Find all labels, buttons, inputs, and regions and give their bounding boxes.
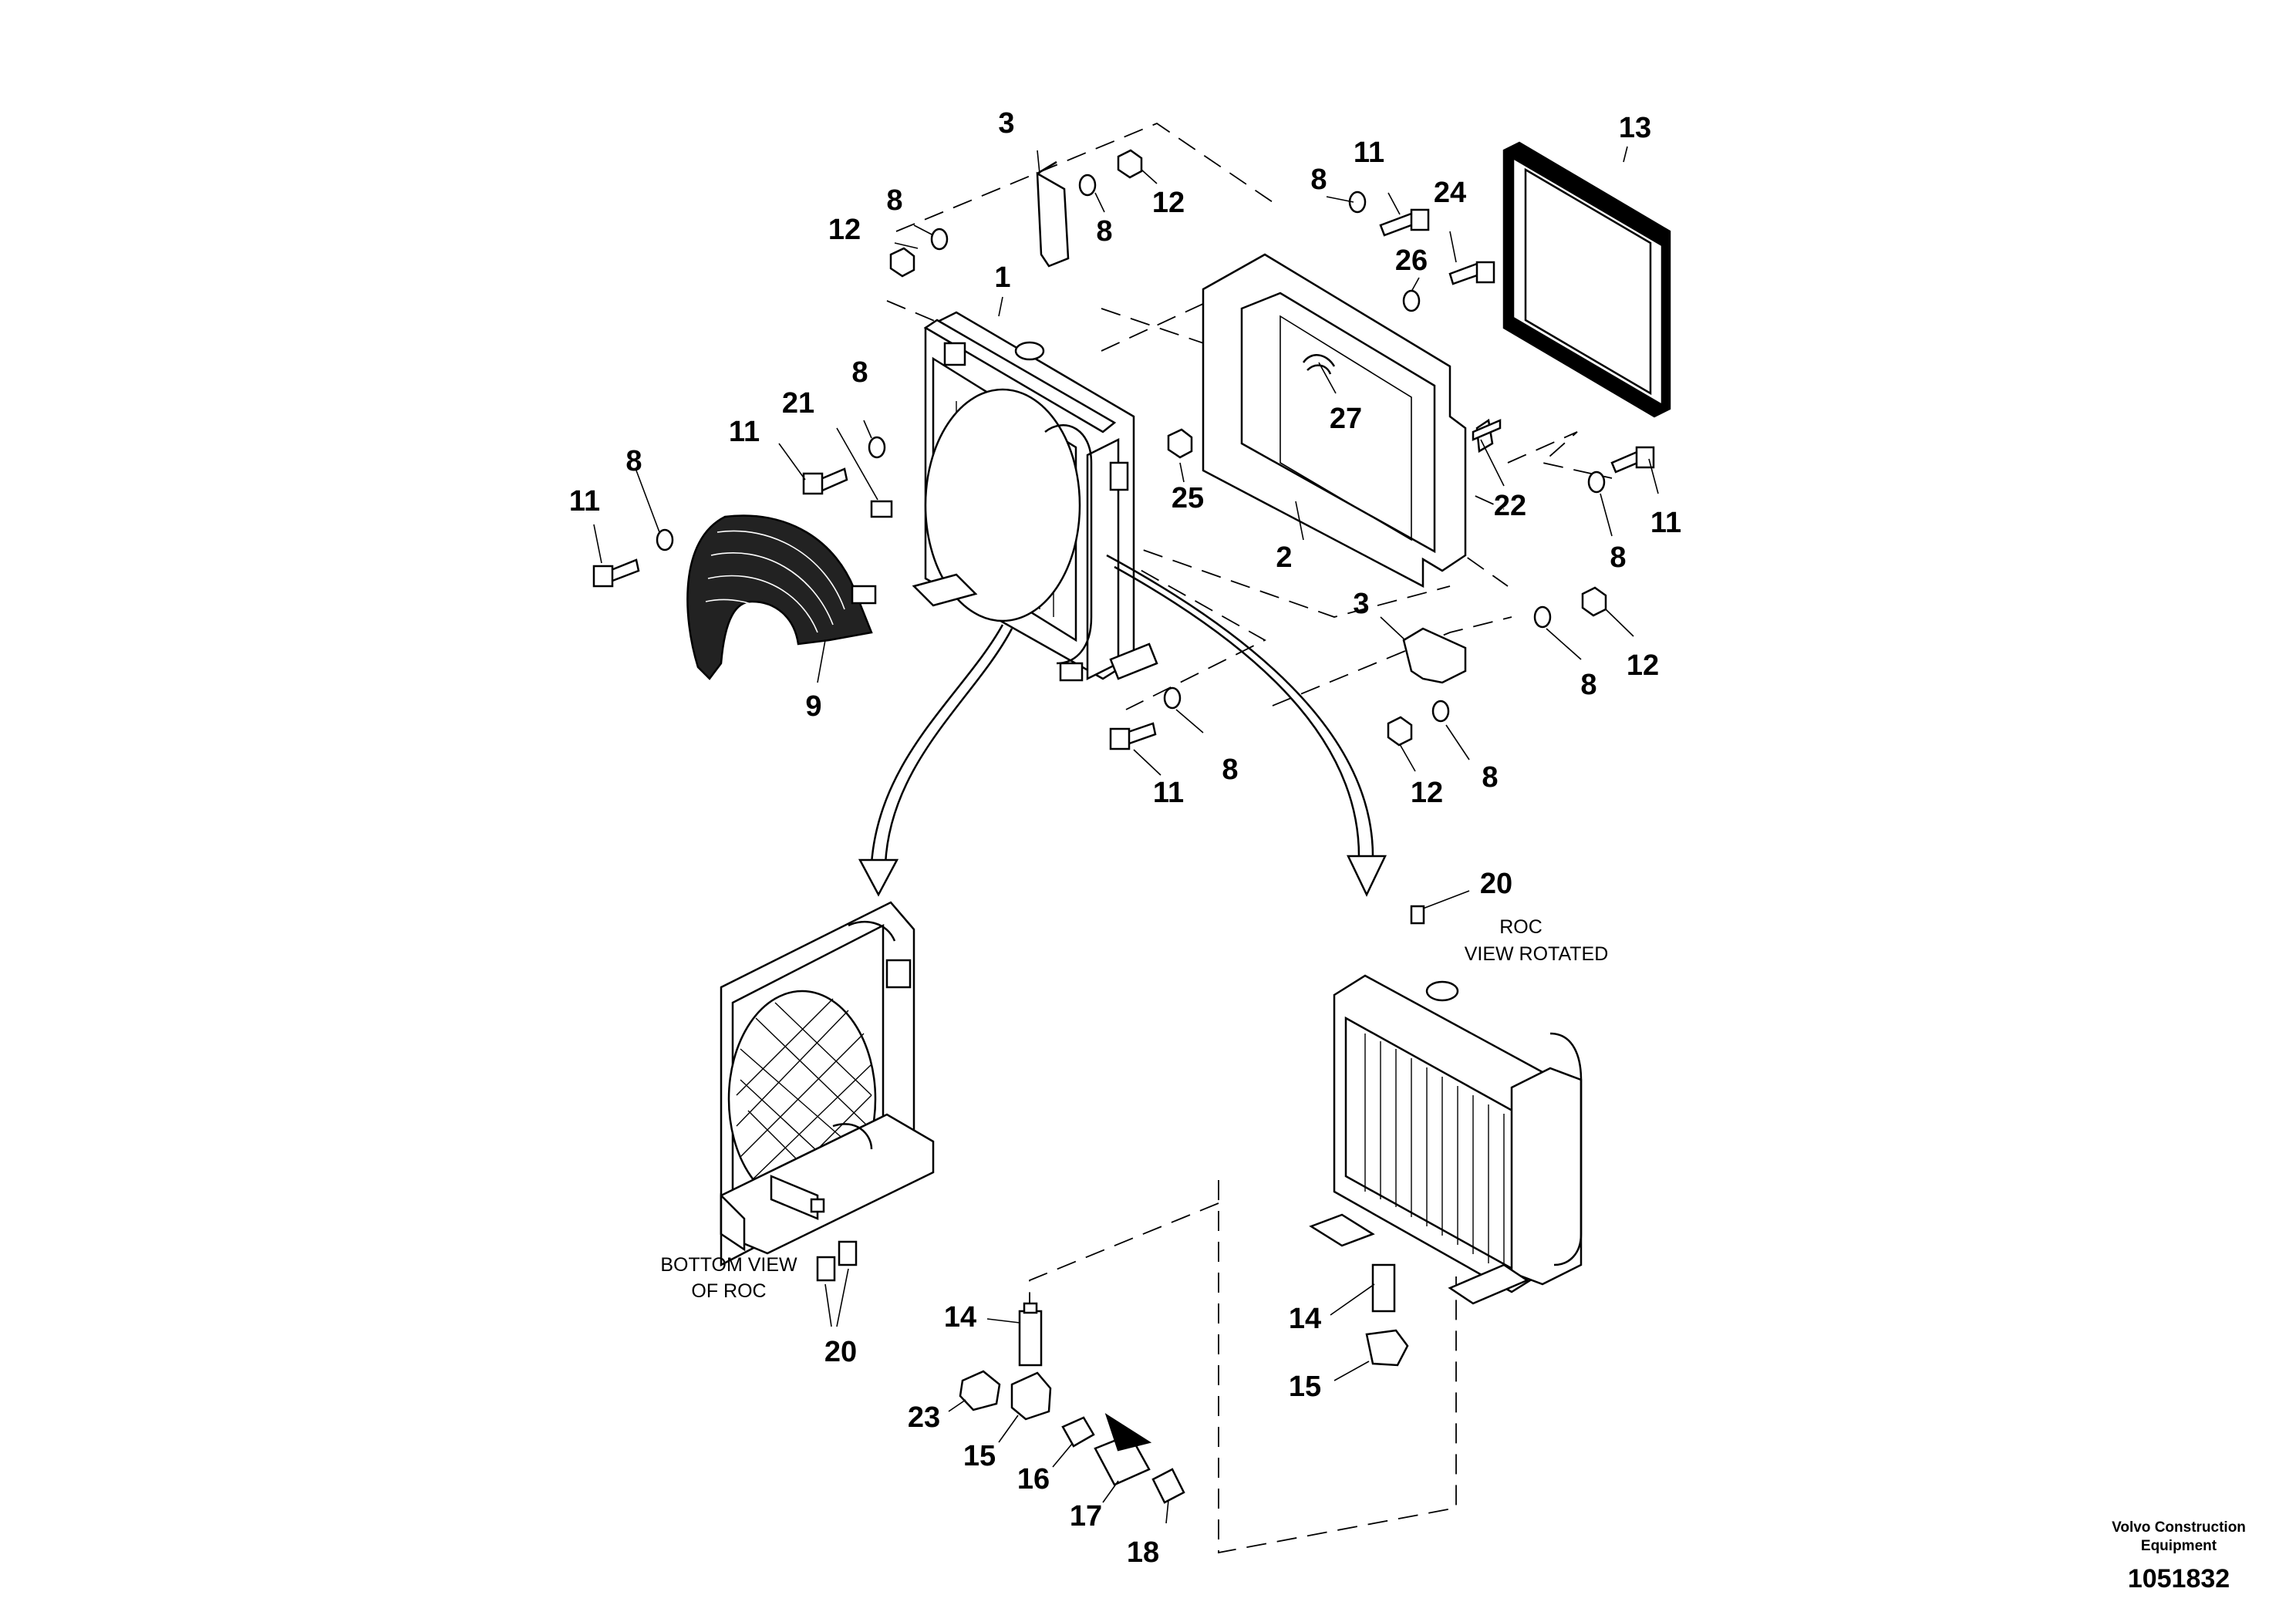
callout-8: 8 [625, 445, 642, 477]
callout-27: 27 [1330, 403, 1362, 435]
shroud-frame [1202, 253, 1467, 588]
callout-1: 1 [994, 261, 1010, 294]
view-captions: ROC VIEW ROTATED BOTTOM VIEW OF ROC [660, 916, 1608, 1302]
callout-14: 14 [1289, 1303, 1321, 1335]
callout-8: 8 [886, 184, 902, 217]
document-number: 1051832 [2128, 1564, 2230, 1593]
callout-24: 24 [1434, 177, 1466, 209]
filter-frame [1502, 141, 1671, 418]
caption-of-roc: OF ROC [691, 1280, 766, 1302]
callout-2: 2 [1276, 541, 1292, 574]
callout-12: 12 [1627, 649, 1659, 682]
callout-18: 18 [1127, 1536, 1159, 1569]
callout-9: 9 [805, 690, 821, 723]
callout-8: 8 [851, 356, 868, 389]
callout-12: 12 [1152, 187, 1185, 219]
callout-20: 20 [1480, 868, 1512, 900]
loose-fittings [948, 1302, 1185, 1524]
callout-11: 11 [1354, 137, 1384, 169]
rotated-radiator-fins [1364, 1034, 1505, 1271]
view-arrows [858, 554, 1387, 897]
callout-25: 25 [1172, 482, 1204, 514]
caption-bottom-view: BOTTOM VIEW [660, 1254, 797, 1276]
callout-8: 8 [1580, 669, 1596, 701]
callout-16: 16 [1017, 1463, 1050, 1496]
callout-8: 8 [1310, 164, 1327, 196]
caption-view-rotated: VIEW ROTATED [1465, 943, 1609, 965]
callout-20: 20 [824, 1336, 857, 1368]
callout-26: 26 [1395, 244, 1428, 277]
bottom-view-assembly [720, 901, 935, 1327]
callout-11: 11 [569, 485, 600, 518]
callout-3: 3 [1353, 588, 1369, 620]
callout-23: 23 [908, 1401, 940, 1434]
callout-17: 17 [1070, 1500, 1102, 1533]
callout-11: 11 [729, 416, 760, 448]
caption-roc: ROC [1499, 916, 1542, 938]
hardware [592, 146, 1659, 776]
callout-12: 12 [1411, 777, 1443, 809]
callout-14: 14 [944, 1301, 976, 1334]
callout-21: 21 [782, 387, 814, 420]
bracket-3-lower [1402, 627, 1467, 684]
callout-labels: 3 8 12 8 12 1 11 8 24 26 13 21 8 11 8 11… [569, 107, 1681, 1569]
callout-11: 11 [1153, 777, 1184, 809]
callout-11: 11 [1650, 507, 1681, 539]
callout-3: 3 [998, 107, 1014, 140]
bracket-22 [1472, 418, 1502, 454]
callout-8: 8 [1482, 761, 1498, 794]
callout-13: 13 [1619, 112, 1651, 144]
footer: Volvo Construction Equipment 1051832 [2112, 1519, 2246, 1593]
callout-15: 15 [963, 1440, 996, 1472]
callout-8: 8 [1222, 754, 1238, 786]
callout-15: 15 [1289, 1371, 1321, 1403]
callout-22: 22 [1494, 490, 1526, 522]
callout-8: 8 [1096, 215, 1112, 248]
callout-12: 12 [828, 214, 861, 246]
fan-guard [686, 514, 877, 680]
bracket-3-upper [1036, 160, 1070, 268]
brand-name-line2: Equipment [2141, 1538, 2217, 1554]
cooler-assembly [912, 311, 1158, 682]
brand-name-line1: Volvo Construction [2112, 1519, 2246, 1536]
roc-rotated-assembly [1309, 890, 1583, 1381]
callout-8: 8 [1610, 541, 1626, 574]
